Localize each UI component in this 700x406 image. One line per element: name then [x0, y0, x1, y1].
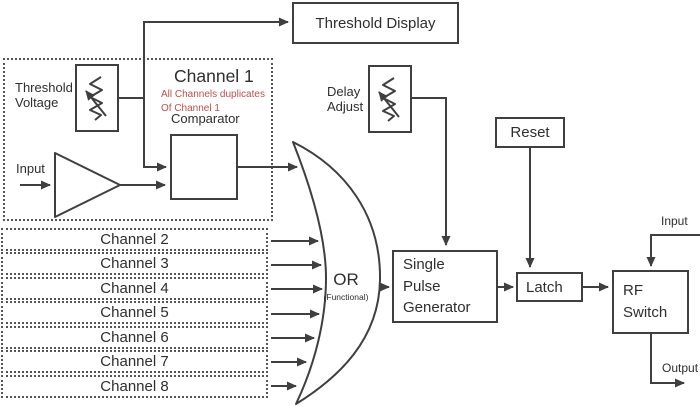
- rf-switch-label-line2: Switch: [623, 304, 668, 321]
- comparator-box: [170, 134, 238, 200]
- delay-adjust-label: Delay Adjust: [327, 84, 364, 114]
- wire-threshold-to-comparator: [143, 98, 167, 172]
- channel-row: Channel 5: [1, 301, 268, 324]
- spg-label-line1: Single: [403, 255, 445, 273]
- reset-box: Reset: [495, 117, 565, 148]
- latch-box: Latch: [516, 272, 583, 302]
- reset-label: Reset: [510, 124, 550, 141]
- threshold-display-box: Threshold Display: [292, 2, 459, 44]
- comparator-label: Comparator: [171, 111, 240, 126]
- channel-label: Channel 7: [100, 353, 169, 370]
- wire-delay-to-pulse-generator: [412, 97, 451, 246]
- or-gate-sublabel: (Functional): [323, 291, 369, 302]
- threshold-pot-box: [75, 64, 119, 132]
- channel1-title: Channel 1: [174, 66, 254, 86]
- wire-rf-input: [646, 234, 700, 267]
- channel-row: Channel 7: [1, 350, 268, 373]
- channel-row: Channel 2: [1, 228, 268, 251]
- channel-label: Channel 5: [100, 304, 169, 321]
- channel1-input-label: Input: [16, 161, 45, 176]
- delay-pot-box: [368, 65, 412, 133]
- rf-switch-box: RF Switch: [612, 270, 689, 334]
- rf-switch-label-line1: RF: [623, 281, 643, 299]
- spg-label-line2: Pulse: [403, 277, 441, 295]
- wire-threshold-to-display: [143, 17, 289, 98]
- channel1-dotted-box: [3, 58, 273, 221]
- threshold-display-label: Threshold Display: [315, 14, 436, 32]
- single-pulse-generator-box: Single Pulse Generator: [392, 250, 498, 323]
- channel-label: Channel 4: [100, 280, 169, 297]
- rf-input-label: Input: [661, 214, 688, 228]
- threshold-voltage-label: Threshold Voltage: [15, 80, 73, 110]
- channel-label: Channel 6: [100, 329, 169, 346]
- or-gate-shape: [292, 141, 382, 405]
- channel-row: Channel 4: [1, 277, 268, 300]
- amplifier-icon: [54, 152, 121, 218]
- channel1-note: All Channels duplicates Of Channel 1: [161, 89, 265, 114]
- latch-label: Latch: [526, 278, 563, 296]
- channel-label: Channel 8: [100, 378, 169, 395]
- channel-label: Channel 2: [100, 231, 169, 248]
- channel-row: Channel 6: [1, 326, 268, 349]
- wire-rf-output: [650, 334, 685, 388]
- or-gate-label: OR (Functional): [323, 270, 369, 302]
- spg-label-line3: Generator: [403, 299, 471, 317]
- rf-output-label: Output: [662, 361, 699, 375]
- channel-label: Channel 3: [100, 255, 169, 272]
- channel-row: Channel 8: [1, 375, 268, 398]
- channel-row: Channel 3: [1, 252, 268, 275]
